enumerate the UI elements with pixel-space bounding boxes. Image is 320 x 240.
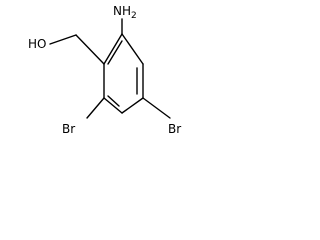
- molecule-drawing: NH2 HO Br Br: [28, 4, 181, 136]
- bromine-right-label: Br: [168, 122, 181, 136]
- bond-to-left-bromine: [86, 97, 105, 119]
- ring-bond-upper-left: [103, 33, 123, 65]
- bromine-left-label: Br: [62, 122, 75, 136]
- benzene-ring: [103, 33, 144, 114]
- amino-label: NH2: [113, 4, 137, 21]
- ring-double-bond-bottom: [107, 95, 120, 107]
- amino-subscript: 2: [131, 11, 137, 21]
- ring-bond-lower-right: [121, 97, 144, 114]
- ring-bond-top: [121, 33, 144, 65]
- amino-element: NH: [113, 4, 131, 18]
- ring-double-bond-top: [107, 40, 123, 65]
- bond-ch2-to-oh: [49, 34, 77, 45]
- bond-to-ch2: [75, 34, 105, 65]
- ring-bond-bottom: [103, 97, 123, 114]
- bond-to-right-bromine: [142, 97, 171, 119]
- structure-diagram: NH2 HO Br Br: [0, 0, 203, 137]
- hydroxyl-label: HO: [28, 37, 46, 51]
